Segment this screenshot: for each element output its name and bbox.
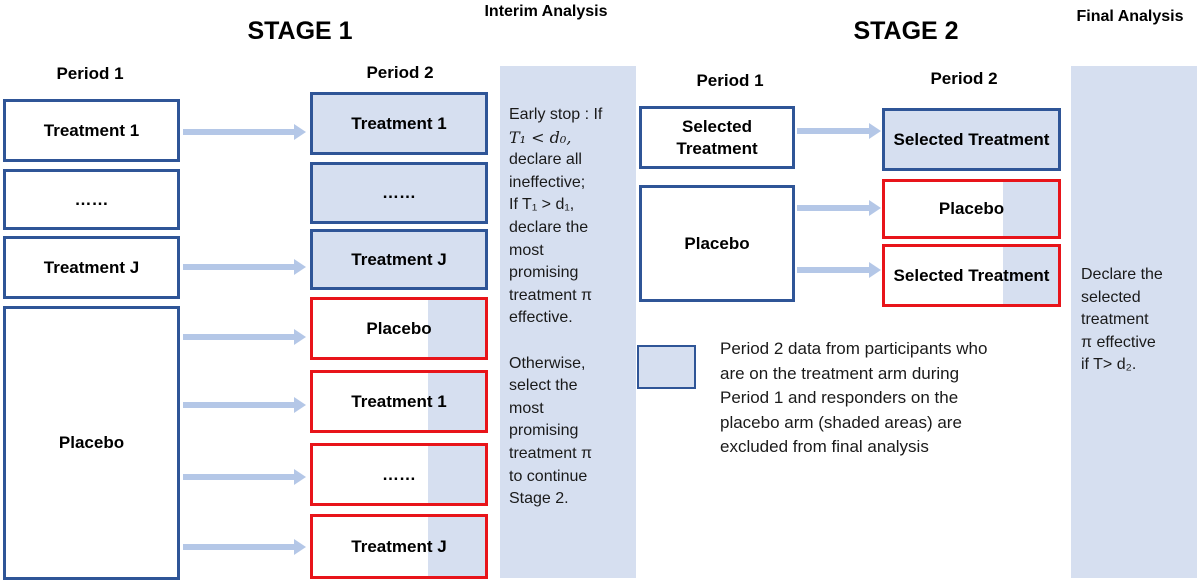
arrow (183, 539, 306, 555)
box-label: Selected Treatment (893, 265, 1050, 285)
stage2-p2-selected-treatment-red-box: Selected Treatment (882, 244, 1061, 307)
final-analysis-title: Final Analysis (1076, 8, 1184, 25)
arrow (183, 469, 306, 485)
stage2-p1-selected-treatment-box: Selected Treatment (639, 106, 795, 169)
final-analysis-panel (1071, 66, 1197, 578)
text-line: if T> d₂. (1081, 356, 1137, 374)
stage1-period1-label: Period 1 (56, 64, 124, 83)
text-line: declare the (509, 218, 589, 236)
stage2-period1-label: Period 1 (696, 71, 764, 90)
box-label: Treatment J (43, 257, 140, 277)
text-line: select the (509, 377, 578, 395)
text-line: T₁ < d₀, (509, 127, 572, 147)
stage1-p2-ellipsis-red-box: …… (310, 443, 488, 506)
legend-swatch (637, 345, 696, 389)
text-line: most (509, 241, 544, 259)
text-line: If T₁ > d₁, (509, 196, 575, 214)
arrow (797, 123, 881, 139)
interim-analysis-title: Interim Analysis (484, 3, 608, 20)
interim-analysis-panel (500, 66, 636, 578)
text-line: promising (509, 422, 579, 440)
shaded-area (1003, 247, 1058, 304)
box-label: Placebo (938, 199, 1005, 219)
text-line: declare all (509, 151, 582, 169)
box-label: Treatment 1 (351, 113, 447, 133)
box-label: Treatment 1 (351, 391, 447, 411)
box-label: Selected Treatment (676, 117, 758, 158)
box-label: Treatment J (351, 249, 447, 269)
stage1-p1-ellipsis-box: …… (3, 169, 180, 230)
stage2-p2-placebo-box: Placebo (882, 179, 1061, 239)
arrow (797, 200, 881, 216)
shaded-area (428, 373, 485, 430)
box-label: Placebo (366, 318, 432, 338)
text-line: Early stop : If (509, 106, 603, 123)
arrow (797, 262, 881, 278)
shaded-area (428, 446, 485, 503)
text-line: Period 2 data from participants who (720, 339, 988, 358)
text-line: selected (1081, 288, 1141, 306)
text-line: treatment (1081, 311, 1149, 329)
box-label: …… (382, 464, 416, 484)
stage2-p2-selected-treatment-box: Selected Treatment (882, 108, 1061, 171)
box-label: …… (74, 189, 109, 209)
text-line: treatment π (509, 444, 593, 462)
text-line: π effective (1081, 333, 1156, 351)
text-line: to continue (509, 467, 588, 485)
text-line: are on the treatment arm during (720, 363, 960, 383)
text-line (509, 330, 634, 353)
box-label: Placebo (684, 233, 750, 253)
stage2-period2-label: Period 2 (930, 69, 998, 88)
box-label: Placebo (58, 433, 125, 453)
shaded-area (428, 517, 485, 576)
stage1-p2-placebo-box: Placebo (310, 297, 488, 360)
final-analysis-text: Declare the selected treatment π effecti… (1081, 264, 1193, 377)
text-line: Period 1 and responders on the (720, 388, 959, 407)
text-line: excluded from final analysis (720, 437, 929, 456)
arrow (183, 124, 306, 140)
box-label: Treatment 1 (43, 120, 140, 140)
box-label: Treatment J (351, 536, 447, 556)
text-line: ineffective; (509, 173, 586, 191)
stage1-p2-treatment-1-red-box: Treatment 1 (310, 370, 488, 433)
box-label: Selected Treatment (893, 129, 1050, 149)
text-line: treatment π (509, 286, 593, 304)
stage1-p2-ellipsis-box: …… (310, 162, 488, 224)
arrow (183, 259, 306, 275)
text-line: Otherwise, (509, 354, 586, 372)
stage1-p2-treatment-j-box: Treatment J (310, 229, 488, 290)
text-line: promising (509, 264, 579, 282)
stage1-p1-placebo-box: Placebo (3, 306, 180, 580)
text-line: placebo arm (shaded areas) are (720, 412, 962, 432)
stage1-p1-treatment-j-box: Treatment J (3, 236, 180, 299)
text-line: effective. (509, 309, 573, 327)
stage1-p1-treatment-1-box: Treatment 1 (3, 99, 180, 162)
interim-analysis-text: Early stop : If T₁ < d₀, declare all ine… (509, 104, 634, 511)
legend-text: Period 2 data from participants who are … (720, 337, 1060, 460)
stage-1-title: STAGE 1 (247, 17, 353, 45)
stage1-period2-label: Period 2 (366, 63, 434, 82)
box-label: …… (382, 183, 416, 203)
stage-2-title: STAGE 2 (853, 17, 959, 45)
text-line: Declare the (1081, 266, 1163, 283)
arrow (183, 329, 306, 345)
stage1-p2-treatment-1-box: Treatment 1 (310, 92, 488, 155)
stage2-p1-placebo-box: Placebo (639, 185, 795, 302)
arrow (183, 397, 306, 413)
stage1-p2-treatment-j-red-box: Treatment J (310, 514, 488, 579)
text-line: most (509, 399, 544, 417)
shaded-area (428, 300, 485, 357)
shaded-area (1003, 182, 1058, 236)
text-line: Stage 2. (509, 490, 569, 508)
